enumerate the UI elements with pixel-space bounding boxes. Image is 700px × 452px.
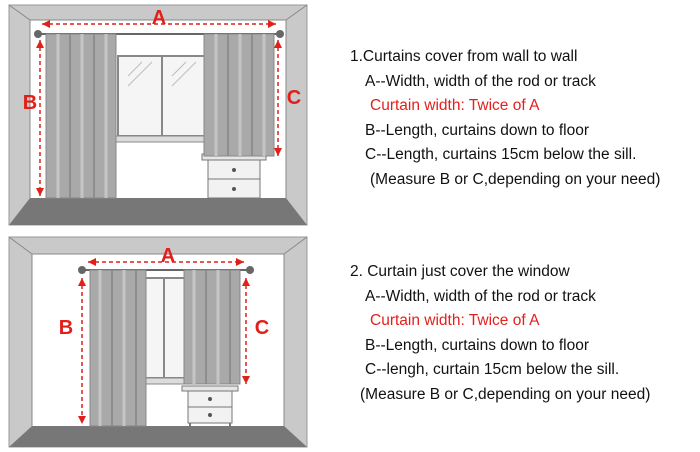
diagram-wall-to-wall: A B C (8, 4, 308, 226)
note-heading: 1.Curtains cover from wall to wall (350, 48, 578, 65)
diagram-window-only: A B C (8, 236, 308, 448)
note-measure: (Measure B or C,depending on your need) (360, 385, 651, 403)
right-curtain (183, 269, 241, 385)
dimension-c: C (242, 278, 269, 384)
note-measure: (Measure B or C,depending on your need) (370, 170, 661, 188)
label-b: B (59, 317, 73, 339)
left-curtain (89, 269, 147, 427)
dimension-b: B (23, 40, 44, 196)
notes-wall-to-wall: 1.Curtains cover from wall to wall A--Wi… (350, 45, 695, 192)
note-length-sill: C--Length, curtains 15cm below the sill. (365, 146, 637, 163)
dimension-a: A (88, 245, 244, 267)
note-curtain-width: Curtain width: Twice of A (370, 312, 540, 329)
note-length-floor: B--Length, curtains down to floor (365, 336, 590, 354)
note-width: A--Width, width of the rod or track (365, 287, 596, 305)
floor (9, 198, 307, 225)
room-illustration-2: A B C (8, 236, 308, 448)
nightstand (181, 385, 239, 434)
left-curtain (45, 33, 117, 199)
label-a: A (161, 245, 175, 267)
room-illustration-1: A B C (8, 4, 308, 226)
note-length-floor: B--Length, curtains down to floor (365, 121, 590, 139)
note-curtain-width: Curtain width: Twice of A (370, 97, 540, 114)
right-curtain (203, 33, 275, 157)
label-c: C (287, 87, 301, 109)
label-c: C (255, 317, 269, 339)
label-a: A (152, 7, 166, 29)
floor (9, 426, 307, 447)
note-length-sill: C--lengh, curtain 15cm below the sill. (365, 361, 620, 378)
dimension-c: C (274, 40, 301, 156)
label-b: B (23, 92, 37, 114)
window (113, 55, 211, 143)
dimension-b: B (59, 278, 86, 424)
dimension-a: A (42, 7, 276, 29)
note-heading: 2. Curtain just cover the window (350, 263, 570, 280)
note-width: A--Width, width of the rod or track (365, 72, 596, 90)
notes-window-only: 2. Curtain just cover the window A--Widt… (350, 260, 695, 407)
